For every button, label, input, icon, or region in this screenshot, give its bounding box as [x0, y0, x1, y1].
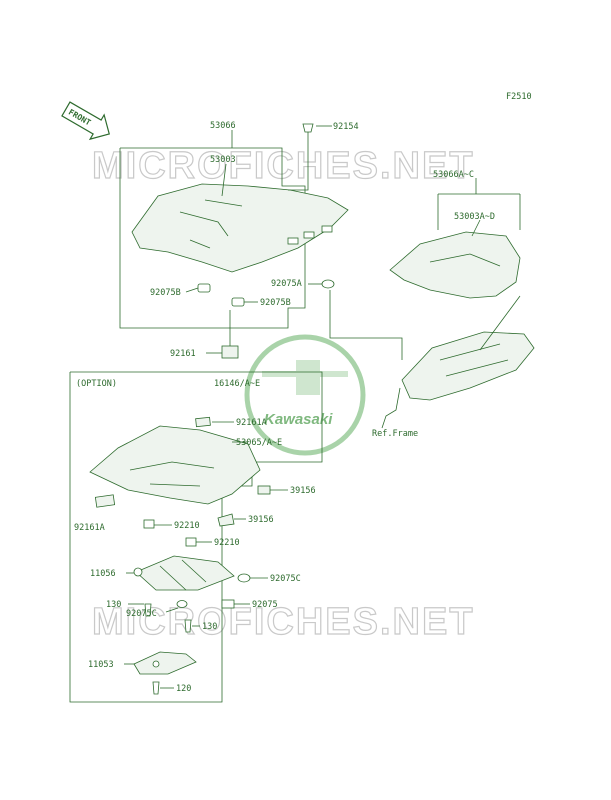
- label-11056: 11056: [90, 569, 116, 579]
- figure-code: F2510: [506, 92, 532, 102]
- label-92161: 92161: [170, 349, 196, 359]
- option-label: (OPTION): [76, 379, 117, 389]
- label-16146: 16146/A~E: [214, 379, 260, 389]
- leader-lines: [124, 125, 481, 689]
- seat-cowl-group: [288, 168, 535, 429]
- seat-cover-53065: [89, 425, 261, 505]
- label-53003a-d: 53003A~D: [454, 212, 495, 222]
- label-92075b-1: 92075B: [150, 288, 181, 298]
- seat-cowl-53066A: [389, 231, 521, 299]
- label-92210-1: 92210: [174, 521, 200, 531]
- label-39156-1: 39156: [290, 486, 316, 496]
- seat-53066: [131, 183, 349, 273]
- label-130-2: 130: [202, 622, 217, 632]
- label-53003: 53003: [210, 155, 236, 165]
- part-labels: 53066 53003 92154 53066A~C 53003A~D 9207…: [74, 121, 495, 694]
- label-53066a-c: 53066A~C: [433, 170, 474, 180]
- label-92161a-1: 92161A: [236, 418, 267, 428]
- label-39156-2: 39156: [248, 515, 274, 525]
- label-92075: 92075: [252, 600, 278, 610]
- label-92075c-2: 92075C: [126, 609, 157, 619]
- label-53065: 53065/A~E: [236, 438, 282, 448]
- label-120: 120: [176, 684, 191, 694]
- brand-logo-text: Kawasaki: [264, 411, 333, 428]
- label-92075a: 92075A: [271, 279, 302, 289]
- label-92161a-2: 92161A: [74, 523, 105, 533]
- upper-seat-group: [119, 123, 349, 359]
- label-53066: 53066: [210, 121, 236, 131]
- label-92075c-1: 92075C: [270, 574, 301, 584]
- watermark-top: MICROFICHES.NET: [92, 145, 475, 187]
- bracket-11056: [135, 555, 235, 591]
- watermark-bottom: MICROFICHES.NET: [92, 601, 475, 643]
- label-92154: 92154: [333, 122, 359, 132]
- bracket-11053: [133, 651, 197, 675]
- kawasaki-logo: Kawasaki: [244, 334, 366, 456]
- front-arrow-icon: FRONT: [61, 101, 110, 141]
- label-92210-2: 92210: [214, 538, 240, 548]
- ref-frame: [401, 331, 535, 401]
- label-11053: 11053: [88, 660, 114, 670]
- label-92075b-2: 92075B: [260, 298, 291, 308]
- ref-frame-label: Ref.Frame: [372, 429, 418, 439]
- option-group: [69, 371, 323, 703]
- label-130-1: 130: [106, 600, 121, 610]
